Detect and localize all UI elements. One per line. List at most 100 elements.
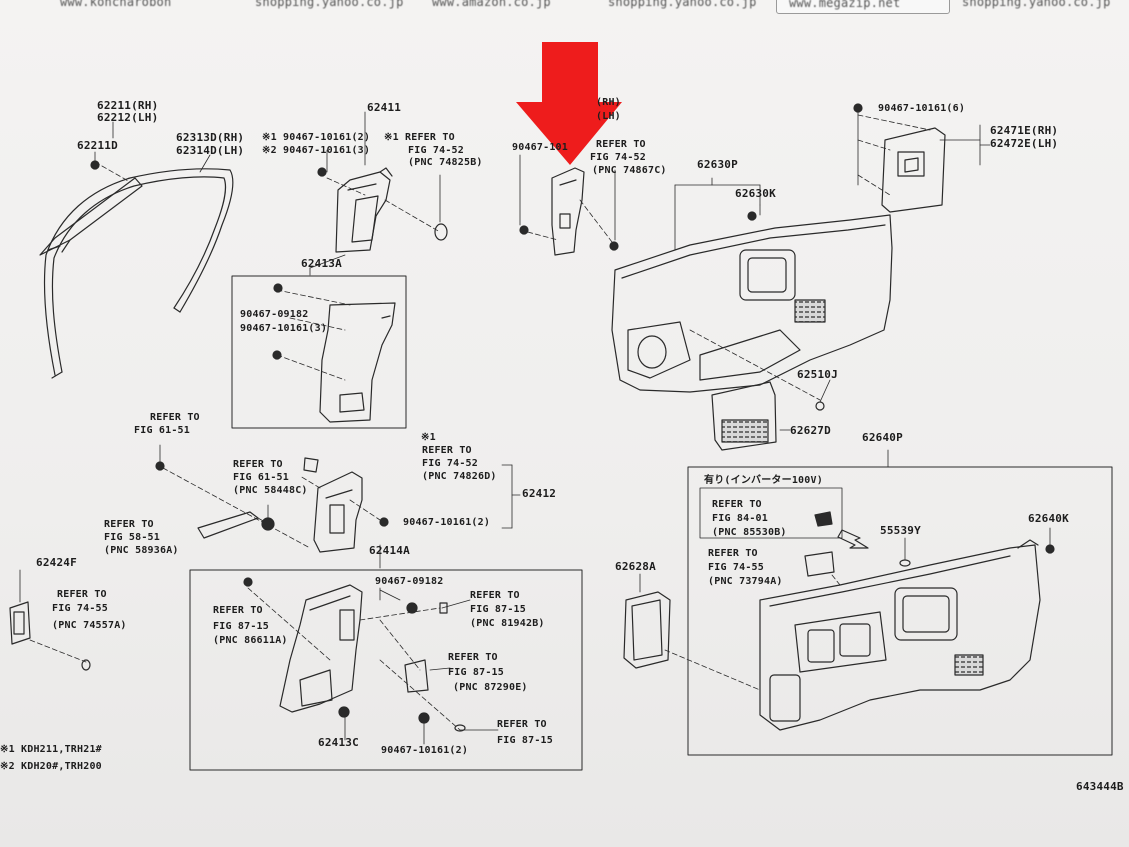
part-number: 62314D(LH) [176, 144, 245, 157]
reference-note: REFER TO [448, 652, 498, 663]
reference-note: REFER TO [712, 499, 762, 510]
part-number: 62413C [318, 736, 359, 749]
switch-bracket [404, 659, 429, 693]
clip-icon [272, 350, 282, 360]
detail-box [687, 466, 1113, 756]
reference-note: FIG 84-01 [712, 513, 768, 524]
browser-tab[interactable]: shopping.yahoo.co.jp [962, 0, 1111, 9]
part-number: 62211D [77, 139, 118, 152]
clip-icon [317, 167, 327, 177]
reference-note: REFER TO [150, 412, 200, 423]
reference-note: (PNC 74825B) [408, 157, 483, 168]
reference-note: FIG 74-55 [52, 603, 108, 614]
reference-note: FIG 87-15 [448, 667, 504, 678]
clip-icon [273, 283, 283, 293]
bolt-note: 90467-10161(2) [381, 745, 469, 756]
grab-handle [197, 511, 259, 539]
bolt-note: 90467-10161(6) [878, 103, 966, 114]
bolt-note: 90467-101 [512, 142, 568, 153]
footnote: ※2 KDH20#,TRH200 [0, 761, 102, 772]
reference-note: FIG 87-15 [470, 604, 526, 615]
part-number: 62640P [862, 431, 903, 444]
part-number: 62628A [615, 560, 656, 573]
clip-icon [90, 160, 100, 170]
part-number: 62471E(RH) [990, 124, 1059, 137]
part-number: 62510J [797, 368, 838, 381]
reference-note: REFER TO [57, 589, 107, 600]
reference-note: FIG 61-51 [233, 472, 289, 483]
leader-lines [94, 121, 211, 183]
part-number: 62424F [36, 556, 77, 569]
small-bracket [9, 601, 31, 645]
part-number: 62212(LH) [97, 111, 159, 124]
browser-tab[interactable]: shopping.yahoo.co.jp [608, 0, 757, 9]
option-note: 有り(インバーター100V) [704, 475, 823, 486]
clip-icon [747, 211, 757, 221]
browser-tab[interactable]: www.amazon.co.jp [432, 0, 551, 9]
part-number: 62630P [697, 158, 738, 171]
inverter-outlet [814, 511, 833, 527]
clip-icon [609, 241, 619, 251]
browser-tab[interactable]: www.kohcharobon [60, 0, 172, 9]
reference-note: FIG 74-52 [422, 458, 478, 469]
part-number: 62630K [735, 187, 776, 200]
reference-note: (PNC 81942B) [470, 618, 545, 629]
reference-note: FIG 58-51 [104, 532, 160, 543]
reference-note: (PNC 74826D) [422, 471, 497, 482]
part-number: 62627D [790, 424, 831, 437]
reference-note: REFER TO [213, 605, 263, 616]
reference-note: REFER TO [470, 590, 520, 601]
bolt-note: 90467-10161(2) [403, 517, 491, 528]
center-pillar-garnish [335, 167, 393, 253]
reference-note: REFER TO [104, 519, 154, 530]
bolt-note: 90467-10161(3) [240, 323, 328, 334]
bolt-note: ※1 90467-10161(2) [262, 132, 371, 143]
door-weatherstrip [43, 168, 234, 379]
reference-note: FIG 87-15 [497, 735, 553, 746]
detail-box [189, 569, 583, 771]
lower-center-pillar [313, 471, 363, 553]
part-number: 62211(RH) [97, 99, 159, 112]
footnote: ※1 KDH211,TRH21# [0, 744, 102, 755]
bolt-note: 90467-09182 [240, 309, 309, 320]
part-number: 62412 [522, 487, 557, 500]
active-browser-tab[interactable]: www.megazip.net [776, 0, 950, 14]
reference-note: REFER TO [422, 445, 472, 456]
bolt-note: ※2 90467-10161(3) [262, 145, 371, 156]
reference-note: (PNC 73794A) [708, 576, 783, 587]
reference-note: FIG 74-55 [708, 562, 764, 573]
reference-note: (PNC 87290E) [453, 682, 528, 693]
reference-note: REFER TO [233, 459, 283, 470]
figure-number: 643444B [1076, 780, 1124, 793]
c-pillar-garnish [551, 167, 585, 256]
bolt-note: 90467-09182 [375, 576, 444, 587]
clip-icon [519, 225, 529, 235]
reference-note: FIG 87-15 [213, 621, 269, 632]
reference-note: (PNC 86611A) [213, 635, 288, 646]
reference-note: (PNC 85530B) [712, 527, 787, 538]
reference-note: (PNC 74867C) [592, 165, 667, 176]
reference-note: REFER TO [596, 139, 646, 150]
part-side: (LH) [596, 111, 621, 122]
part-number: 62411 [367, 101, 402, 114]
part-number: 62313D(RH) [176, 131, 245, 144]
reference-note: (PNC 74557A) [52, 620, 127, 631]
reference-note: FIG 61-51 [134, 425, 190, 436]
part-side: (RH) [596, 97, 621, 108]
detail-box [231, 275, 407, 429]
reference-note: FIG 74-52 [590, 152, 646, 163]
rear-quarter-trim-panel [759, 539, 1041, 731]
upper-trim-cover [881, 127, 946, 213]
a-pillar-garnish [39, 177, 143, 256]
cover-plate [804, 551, 835, 577]
part-number: 62414A [369, 544, 410, 557]
quarter-trim-panel [611, 214, 893, 393]
part-number: 62640K [1028, 512, 1069, 525]
reference-note: (PNC 58936A) [104, 545, 179, 556]
reference-note: REFER TO [497, 719, 547, 730]
part-number: 62472E(LH) [990, 137, 1059, 150]
browser-tab[interactable]: shopping.yahoo.co.jp [255, 0, 404, 9]
outlet-bezel [623, 591, 671, 669]
